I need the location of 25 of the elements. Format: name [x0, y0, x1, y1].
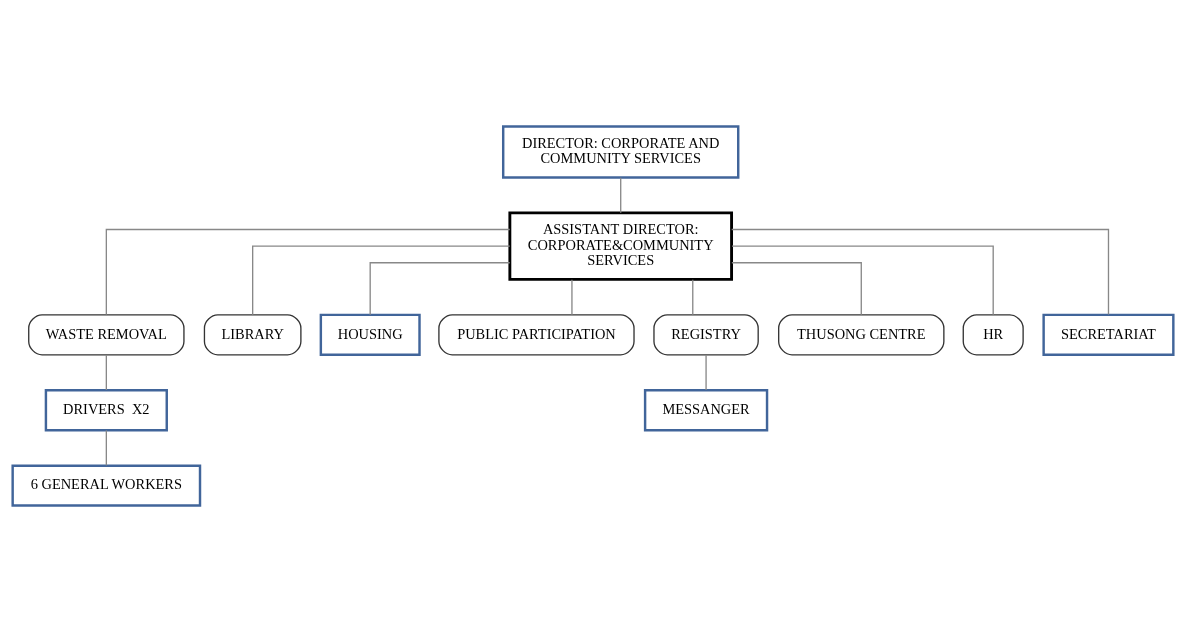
node-box: LIBRARY — [203, 313, 302, 355]
node-box: PUBLIC PARTICIPATION — [438, 313, 635, 355]
connector — [731, 261, 862, 315]
connector — [105, 429, 107, 466]
connector — [105, 353, 107, 391]
connector — [620, 176, 622, 213]
connector — [731, 228, 1110, 315]
connector — [105, 228, 511, 315]
connector — [705, 353, 707, 391]
connector — [731, 245, 994, 315]
node-box: DRIVERS X2 — [44, 388, 168, 431]
node-box: MESSANGER — [643, 388, 769, 431]
node-box: HOUSING — [319, 313, 421, 356]
node-box: DIRECTOR: CORPORATE AND COMMUNITY SERVICES — [502, 124, 740, 179]
node-box: ASSISTANT DIRECTOR: CORPORATE&COMMUNITY SERVICES — [508, 210, 733, 281]
node-box: 6 GENERAL WORKERS — [11, 463, 202, 507]
node-box: REGISTRY — [653, 313, 759, 355]
connector — [692, 278, 694, 315]
connector — [369, 261, 511, 315]
node-box: THUSONG CENTRE — [778, 313, 945, 355]
connector — [571, 278, 573, 315]
connector — [252, 245, 511, 315]
node-box: HR — [962, 313, 1024, 355]
node-box: WASTE REMOVAL — [28, 313, 185, 355]
node-box: SECRETARIAT — [1042, 313, 1175, 356]
